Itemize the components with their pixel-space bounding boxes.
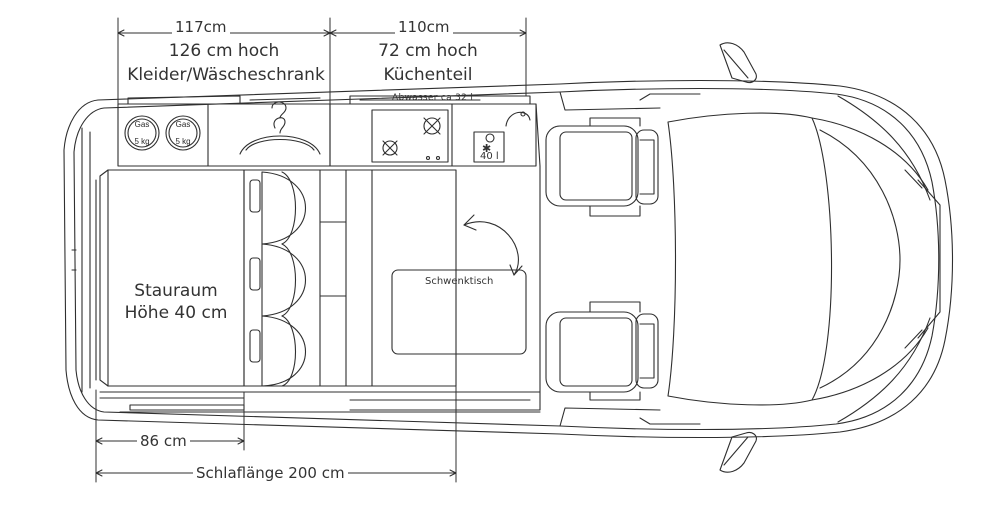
sleep-length-label: Schlaflänge 200 cm [193,464,348,482]
wardrobe-name-label: Kleider/Wäscheschrank [127,65,325,85]
sink-faucet-icon [506,112,530,126]
van-body-outline [64,81,953,438]
wardrobe-height-label: 126 cm hoch [168,41,280,61]
stove-burner-icon [372,110,448,162]
waste-water-label: Abwasser ca 32 l [392,93,474,103]
storage-height-label: Höhe 40 cm [124,303,228,323]
storage-width-label: 86 cm [137,432,190,450]
passenger-seat [546,302,658,400]
fridge-symbol: ✱ [482,142,492,155]
gas-bottle-1-weight: 5 kg [134,137,150,146]
wardrobe-width-label: 117cm [172,18,230,36]
kitchen-width-label: 110cm [395,18,453,36]
side-mirrors [720,43,756,472]
gas-bottle-1-label: Gas 5 kg [129,120,155,146]
floor-lines [120,104,540,412]
kitchen-height-label: 72 cm hoch [378,41,478,61]
hanger-icon [240,102,320,154]
gas-bottle-icon [125,116,200,150]
gas-bottle-1-gas: Gas [134,120,150,129]
kitchen-unit [330,96,536,166]
storage-title-label: Stauraum [134,281,218,301]
gas-bottle-2-label: Gas 5 kg [170,120,196,146]
fridge-volume-label: 40 l [480,151,499,162]
rear-bench-seat [244,170,456,386]
fridge-icon [474,132,504,162]
swivel-table [392,215,526,354]
swivel-table-label: Schwenktisch [425,276,494,287]
kitchen-name-label: Küchenteil [383,65,473,85]
driver-seat [546,118,658,216]
gas-bottle-2-gas: Gas [175,120,191,129]
gas-bottle-2-weight: 5 kg [175,137,191,146]
